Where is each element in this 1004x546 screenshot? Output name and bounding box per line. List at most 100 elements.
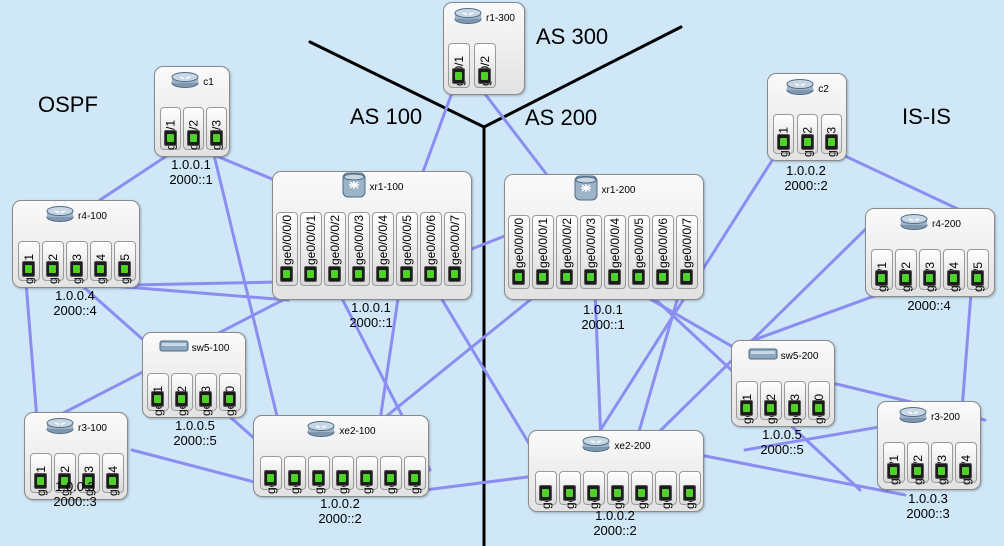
port-ge2[interactable]: ge2 [535, 471, 557, 509]
port-ge0-3[interactable]: ge0/3 [784, 381, 806, 424]
port-ge2[interactable]: ge2 [260, 456, 282, 494]
port-ge0-1[interactable]: ge0/1 [147, 373, 169, 416]
ipv4-address: 1.0.0.5 [762, 427, 802, 442]
port-ge0-0-0-6[interactable]: ge0/0/0/6 [652, 215, 674, 289]
port-ge0-0-0-3[interactable]: ge0/0/0/3 [348, 212, 370, 286]
port-ge0-2[interactable]: ge0/2 [895, 249, 917, 292]
ipv4-address: 1.0.0.1 [171, 157, 211, 172]
port-ge0-0-0-0[interactable]: ge0/0/0/0 [508, 215, 530, 289]
port-ge3[interactable]: ge3 [284, 456, 306, 494]
port-ge0-1[interactable]: ge0/1 [160, 107, 181, 150]
port-ge0-0-0-3[interactable]: ge0/0/0/3 [580, 215, 602, 289]
port-ge0-1[interactable]: ge0/1 [773, 114, 794, 157]
port-ge0-1[interactable]: ge0/1 [18, 241, 40, 284]
port-ge5[interactable]: ge5 [332, 456, 354, 494]
port-ge0-2[interactable]: ge0/2 [907, 442, 929, 485]
port-status-led-icon [210, 130, 223, 146]
port-ge0-2[interactable]: ge0/2 [797, 114, 818, 157]
port-ge0-1[interactable]: ge0/1 [448, 43, 470, 88]
port-ge8[interactable]: ge8 [404, 456, 426, 494]
port-ge0-1[interactable]: ge0/1 [883, 442, 905, 485]
port-ge0-3[interactable]: ge0/3 [66, 241, 88, 284]
port-ge4[interactable]: ge4 [583, 471, 605, 509]
port-ge0-0-0-5[interactable]: ge0/0/0/5 [396, 212, 418, 286]
port-ge6[interactable]: ge6 [631, 471, 653, 509]
port-ge1-0[interactable]: ge1/0 [808, 381, 830, 424]
port-status-led-icon [384, 470, 397, 486]
port-ge0-1[interactable]: ge0/1 [871, 249, 893, 292]
port-ge0-2[interactable]: ge0/2 [42, 241, 64, 284]
ipv6-address: 2000::1 [581, 317, 625, 332]
port-ge0-3[interactable]: ge0/3 [206, 107, 227, 150]
port-ge6[interactable]: ge6 [356, 456, 378, 494]
port-ge0-1[interactable]: ge0/1 [736, 381, 758, 424]
port-ge0-2[interactable]: ge0/2 [474, 43, 496, 88]
port-ge0-4[interactable]: ge0/4 [102, 453, 124, 496]
port-ge0-0-0-4[interactable]: ge0/0/0/4 [372, 212, 394, 286]
port-status-led-icon [360, 470, 373, 486]
port-ge0-3[interactable]: ge0/3 [821, 114, 842, 157]
port-ge4[interactable]: ge4 [308, 456, 330, 494]
port-ge0-3[interactable]: ge0/3 [78, 453, 100, 496]
port-status-led-icon [424, 266, 437, 282]
port-ge8[interactable]: ge8 [679, 471, 701, 509]
port-ge0-0-0-7[interactable]: ge0/0/0/7 [444, 212, 466, 286]
device-header: c2 [768, 78, 846, 100]
port-ge3[interactable]: ge3 [559, 471, 581, 509]
port-status-led-icon [264, 470, 277, 486]
port-ge0-4[interactable]: ge0/4 [90, 241, 112, 284]
port-ge0-0-0-2[interactable]: ge0/0/0/2 [556, 215, 578, 289]
port-status-led-icon [448, 266, 461, 282]
port-ge0-5[interactable]: ge0/5 [967, 249, 989, 292]
port-label: ge0/0/0/0 [280, 214, 294, 266]
port-ge0-4[interactable]: ge0/4 [943, 249, 965, 292]
port-ge0-3[interactable]: ge0/3 [931, 442, 953, 485]
port-ge0-1[interactable]: ge0/1 [30, 453, 52, 496]
port-status-led-icon [199, 391, 212, 407]
label-as100: AS 100 [350, 104, 423, 129]
port-ge0-2[interactable]: ge0/2 [54, 453, 76, 496]
port-status-led-icon [400, 266, 413, 282]
router-icon [45, 205, 75, 227]
device-xe2-100[interactable]: xe2-100ge2ge3ge4ge5ge6ge7ge8 [253, 415, 429, 497]
port-status-led-icon [632, 269, 645, 285]
port-ge0-2[interactable]: ge0/2 [183, 107, 204, 150]
port-ge0-0-0-2[interactable]: ge0/0/0/2 [324, 212, 346, 286]
port-ge0-0-0-7[interactable]: ge0/0/0/7 [676, 215, 698, 289]
port-status-led-icon [223, 391, 236, 407]
port-ge7[interactable]: ge7 [655, 471, 677, 509]
port-ge0-2[interactable]: ge0/2 [760, 381, 782, 424]
ipv4-address: 1.0.0.1 [351, 300, 391, 315]
port-ge0-3[interactable]: ge0/3 [919, 249, 941, 292]
port-ge0-4[interactable]: ge0/4 [955, 442, 977, 485]
port-ge0-2[interactable]: ge0/2 [171, 373, 193, 416]
port-ge7[interactable]: ge7 [380, 456, 402, 494]
port-ge0-0-0-0[interactable]: ge0/0/0/0 [276, 212, 298, 286]
port-ge0-0-0-5[interactable]: ge0/0/0/5 [628, 215, 650, 289]
port-ge0-5[interactable]: ge0/5 [114, 241, 136, 284]
port-ge1-0[interactable]: ge1/0 [219, 373, 241, 416]
device-xe2-200[interactable]: xe2-200ge2ge3ge4ge5ge6ge7ge8 [528, 430, 704, 512]
port-ge0-0-0-6[interactable]: ge0/0/0/6 [420, 212, 442, 286]
port-ge0-0-0-4[interactable]: ge0/0/0/4 [604, 215, 626, 289]
port-ge0-3[interactable]: ge0/3 [195, 373, 217, 416]
port-label: ge0/0/0/4 [376, 214, 390, 266]
device-name: r3-100 [78, 422, 107, 434]
port-ge5[interactable]: ge5 [607, 471, 629, 509]
port-ge0-0-0-1[interactable]: ge0/0/0/1 [532, 215, 554, 289]
port-ge0-0-0-1[interactable]: ge0/0/0/1 [300, 212, 322, 286]
